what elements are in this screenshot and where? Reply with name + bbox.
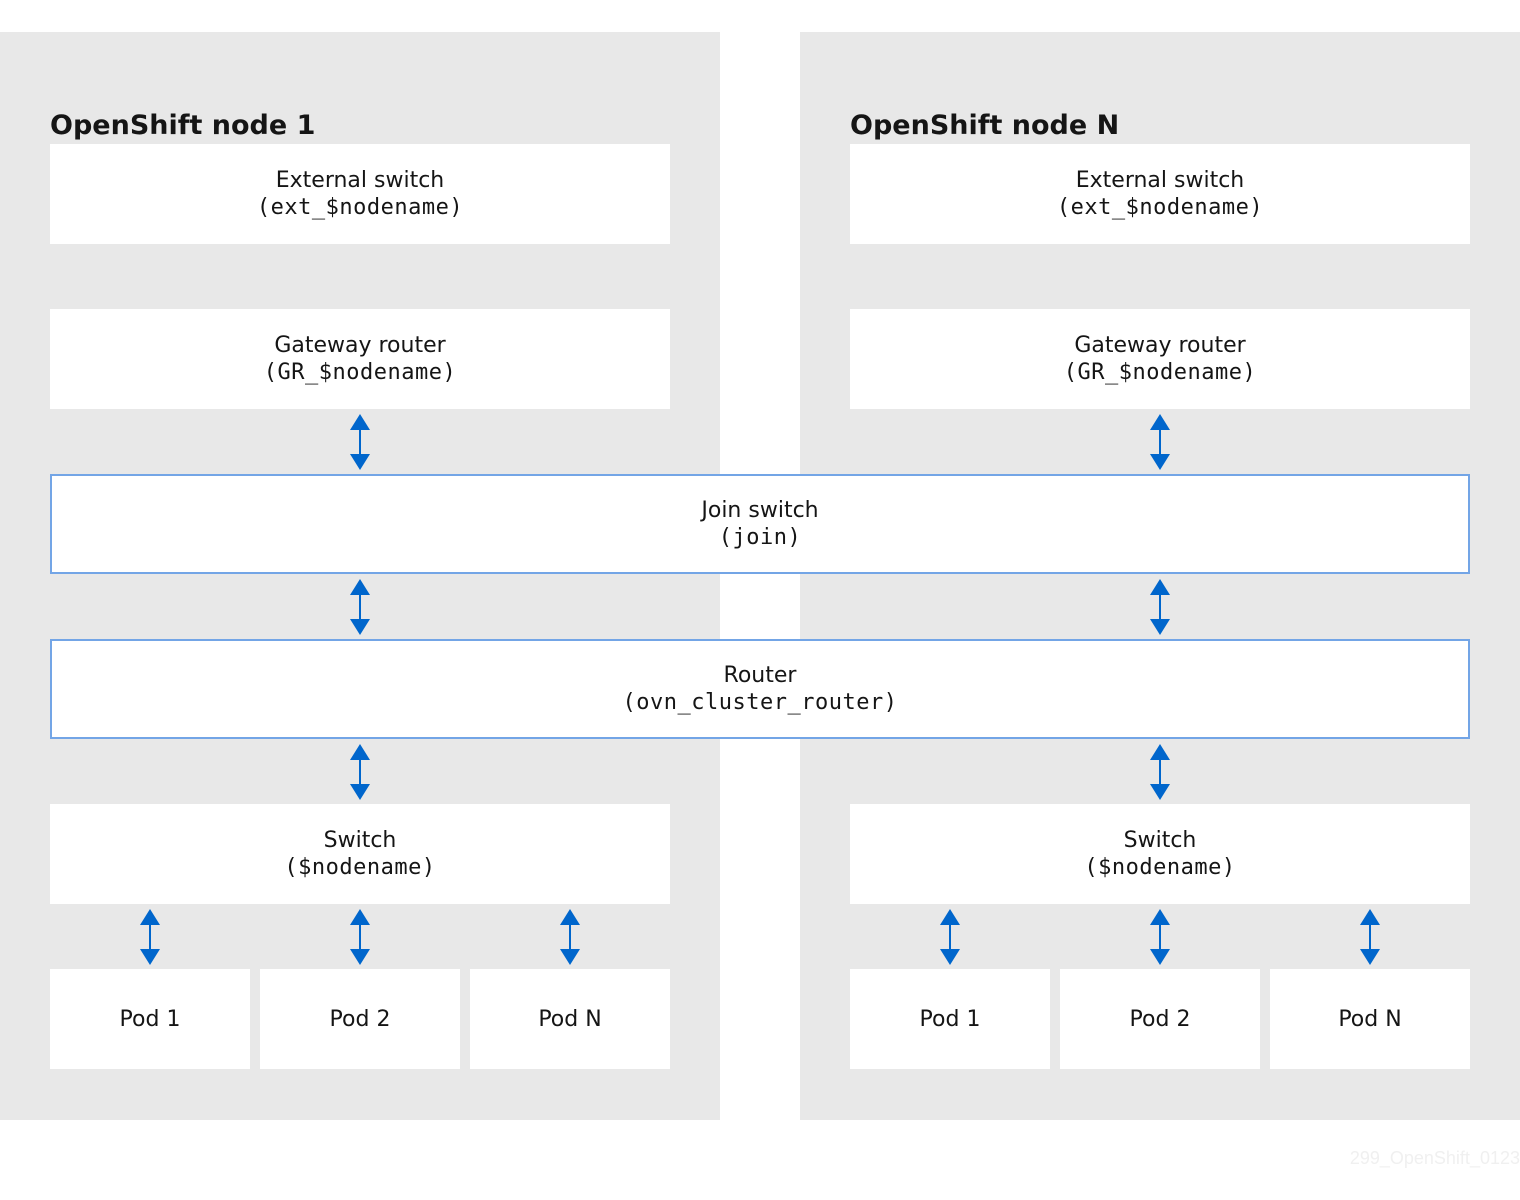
bidirectional-arrow-icon — [348, 579, 372, 635]
box-title: Gateway router — [1074, 333, 1246, 358]
pod-label: Pod 2 — [329, 1006, 391, 1032]
bidirectional-arrow-icon — [348, 744, 372, 800]
box-subtitle: (ext_$nodename) — [256, 195, 464, 220]
pod-box: Pod 2 — [1060, 969, 1260, 1069]
pod-box: Pod 1 — [850, 969, 1050, 1069]
switch-node-n: Switch ($nodename) — [850, 804, 1470, 904]
box-subtitle: (ovn_cluster_router) — [622, 690, 898, 715]
bidirectional-arrow-icon — [138, 909, 162, 965]
pod-box: Pod 2 — [260, 969, 460, 1069]
box-subtitle: ($nodename) — [1084, 855, 1236, 880]
pod-box: Pod N — [1270, 969, 1470, 1069]
pod-label: Pod 1 — [119, 1006, 181, 1032]
gateway-router-node-n: Gateway router (GR_$nodename) — [850, 309, 1470, 409]
pod-label: Pod N — [538, 1006, 602, 1032]
box-subtitle: (GR_$nodename) — [263, 360, 457, 385]
bidirectional-arrow-icon — [558, 909, 582, 965]
pod-label: Pod 2 — [1129, 1006, 1191, 1032]
external-switch-node-n: External switch (ext_$nodename) — [850, 144, 1470, 244]
box-subtitle: (join) — [718, 525, 802, 550]
router-box: Router (ovn_cluster_router) — [50, 639, 1470, 739]
box-subtitle: (ext_$nodename) — [1056, 195, 1264, 220]
pod-label: Pod 1 — [919, 1006, 981, 1032]
bidirectional-arrow-icon — [1148, 744, 1172, 800]
bidirectional-arrow-icon — [1148, 579, 1172, 635]
box-subtitle: (GR_$nodename) — [1063, 360, 1257, 385]
external-switch-node-1: External switch (ext_$nodename) — [50, 144, 670, 244]
pod-box: Pod N — [470, 969, 670, 1069]
watermark: 299_OpenShift_0123 — [1349, 1148, 1520, 1168]
box-title: Join switch — [701, 498, 819, 523]
gateway-router-node-1: Gateway router (GR_$nodename) — [50, 309, 670, 409]
box-title: External switch — [1075, 168, 1245, 193]
node-title: OpenShift node N — [850, 110, 1120, 141]
pod-label: Pod N — [1338, 1006, 1402, 1032]
bidirectional-arrow-icon — [348, 909, 372, 965]
switch-node-1: Switch ($nodename) — [50, 804, 670, 904]
pod-box: Pod 1 — [50, 969, 250, 1069]
box-title: Switch — [323, 828, 397, 853]
box-title: Switch — [1123, 828, 1197, 853]
bidirectional-arrow-icon — [1358, 909, 1382, 965]
box-title: Gateway router — [274, 333, 446, 358]
bidirectional-arrow-icon — [348, 414, 372, 470]
join-switch-box: Join switch (join) — [50, 474, 1470, 574]
node-title: OpenShift node 1 — [50, 110, 316, 141]
box-title: Router — [723, 663, 797, 688]
box-subtitle: ($nodename) — [284, 855, 436, 880]
bidirectional-arrow-icon — [1148, 909, 1172, 965]
box-title: External switch — [275, 168, 445, 193]
bidirectional-arrow-icon — [1148, 414, 1172, 470]
bidirectional-arrow-icon — [938, 909, 962, 965]
